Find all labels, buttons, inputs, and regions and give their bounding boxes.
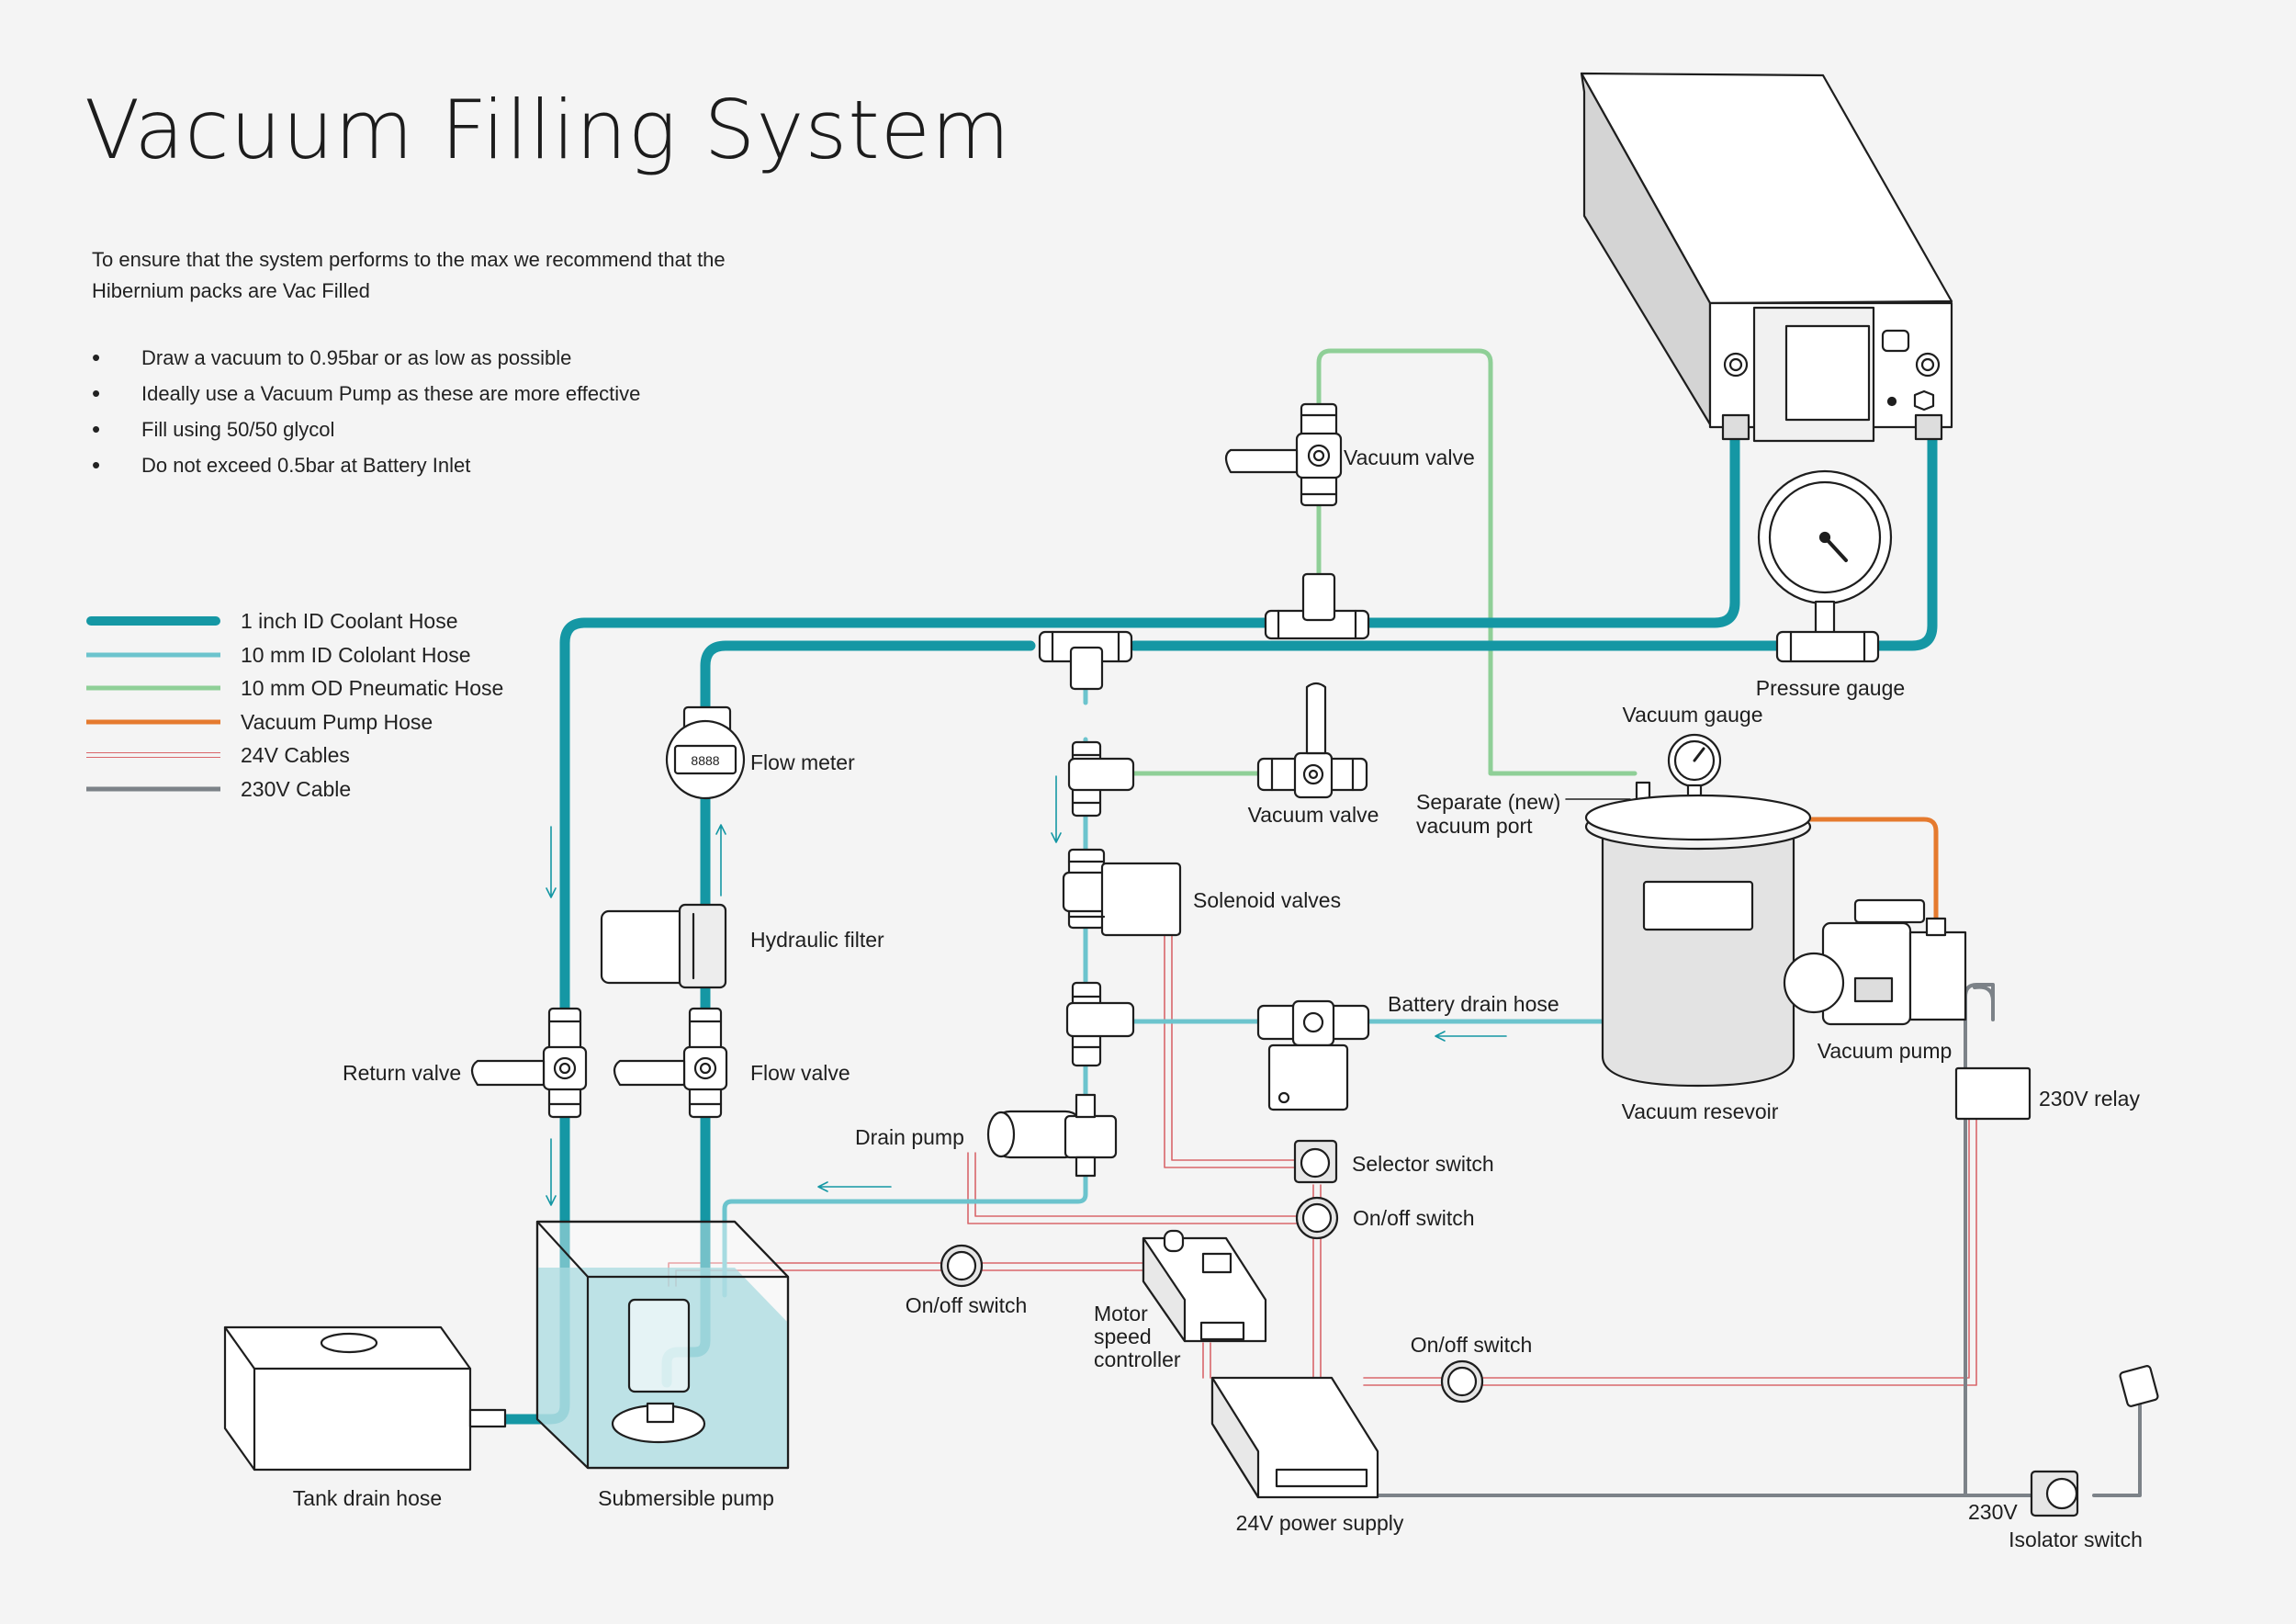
hydraulic-filter	[600, 903, 727, 989]
label-selector-switch: Selector switch	[1352, 1152, 1494, 1176]
pneumatic-hoses	[1131, 348, 1638, 776]
label-pressure-gauge: Pressure gauge	[1755, 676, 1906, 700]
legend-swatch	[86, 719, 220, 725]
pressure-gauge	[1757, 469, 1893, 663]
label-isolator-switch: Isolator switch	[2009, 1528, 2143, 1551]
label-drain-pump: Drain pump	[855, 1125, 964, 1149]
legend-swatch	[86, 652, 220, 658]
flow-meter-display: 8888	[691, 753, 719, 768]
legend-item: 10 mm ID Cololant Hose	[86, 638, 503, 672]
legend-swatch	[86, 685, 220, 691]
label-onoff-switch-1: On/off switch	[1353, 1206, 1475, 1230]
label-onoff-switch-2: On/off switch	[905, 1293, 1028, 1317]
label-flow-meter: Flow meter	[750, 750, 855, 774]
legend-item: 230V Cable	[86, 773, 503, 806]
label-submersible-pump: Submersible pump	[598, 1486, 774, 1510]
relay-230v	[1954, 1066, 2032, 1121]
legend-label: 24V Cables	[241, 743, 350, 767]
legend-label: Vacuum Pump Hose	[241, 709, 433, 734]
legend-item: Vacuum Pump Hose	[86, 705, 503, 739]
battery-drain-valve	[1256, 999, 1370, 1111]
solenoid-valve-top	[1062, 848, 1182, 937]
label-battery-drain-hose: Battery drain hose	[1388, 992, 1559, 1016]
legend-item: 1 inch ID Coolant Hose	[86, 604, 503, 638]
label-vacuum-valve-top: Vacuum valve	[1344, 445, 1475, 469]
label-230v: 230V	[1968, 1500, 2018, 1524]
legend-swatch	[86, 752, 220, 759]
instruction-item: Fill using 50/50 glycol	[92, 412, 640, 447]
pipe-tee-top	[1264, 572, 1370, 640]
vacuum-pump-hose	[1719, 817, 1939, 926]
legend-label: 230V Cable	[241, 776, 352, 801]
vacuum-valve-top	[1224, 402, 1343, 507]
pipe-tee-left	[1038, 630, 1133, 691]
vacuum-pump-unit	[1783, 898, 1967, 1026]
intro-text: To ensure that the system performs to th…	[92, 248, 726, 302]
vacuum-reservoir	[1584, 794, 1812, 1088]
legend-label: 10 mm OD Pneumatic Hose	[241, 676, 504, 700]
label-vacuum-valve-mid: Vacuum valve	[1247, 803, 1379, 827]
page-title: Vacuum Filling System	[84, 83, 1011, 177]
drain-pump	[986, 1093, 1118, 1178]
legend-label: 1 inch ID Coolant Hose	[241, 609, 458, 633]
instruction-list: Draw a vacuum to 0.95bar or as low as po…	[92, 340, 640, 483]
hose-legend: 1 inch ID Coolant Hose 10 mm ID Cololant…	[86, 604, 503, 806]
mains-plug	[2119, 1365, 2159, 1407]
power-supply	[1210, 1376, 1379, 1499]
legend-swatch	[86, 616, 220, 626]
label-vacuum-reservoir: Vacuum resevoir	[1621, 1100, 1779, 1123]
submersible-pump	[535, 1220, 790, 1470]
legend-swatch	[86, 786, 220, 792]
label-onoff-switch-3: On/off switch	[1410, 1333, 1533, 1357]
instruction-item: Ideally use a Vacuum Pump as these are m…	[92, 376, 640, 412]
label-motor-speed-controller: Motor speed controller	[1094, 1302, 1181, 1371]
flow-meter	[665, 705, 746, 800]
return-valve	[470, 1007, 588, 1119]
label-flow-valve: Flow valve	[750, 1061, 850, 1085]
legend-item: 10 mm OD Pneumatic Hose	[86, 671, 503, 705]
battery-pack	[1580, 72, 1953, 443]
flow-valve	[613, 1007, 728, 1119]
legend-item: 24V Cables	[86, 739, 503, 773]
label-power-supply: 24V power supply	[1235, 1511, 1404, 1535]
label-relay-230v: 230V relay	[2039, 1087, 2140, 1111]
label-hydraulic-filter: Hydraulic filter	[750, 928, 884, 952]
solenoid-valve-bottom	[1065, 981, 1135, 1067]
motor-speed-controller	[1142, 1229, 1267, 1343]
label-tank-drain-hose: Tank drain hose	[292, 1486, 443, 1510]
switches	[940, 1139, 2079, 1517]
storage-tank	[223, 1325, 507, 1472]
legend-label: 10 mm ID Cololant Hose	[241, 642, 471, 667]
flow-arrows	[546, 369, 1922, 1206]
label-return-valve: Return valve	[343, 1061, 462, 1085]
label-vacuum-pump: Vacuum pump	[1817, 1039, 1953, 1063]
label-vacuum-gauge: Vacuum gauge	[1622, 703, 1763, 727]
label-solenoid-valves: Solenoid valves	[1193, 888, 1342, 912]
vacuum-valve-mid	[1256, 682, 1368, 799]
instruction-item: Draw a vacuum to 0.95bar or as low as po…	[92, 340, 640, 376]
instruction-item: Do not exceed 0.5bar at Battery Inlet	[92, 447, 640, 483]
label-separate-port: Separate (new) vacuum port	[1416, 790, 1561, 838]
pipe-tee-mid-left	[1067, 740, 1135, 818]
